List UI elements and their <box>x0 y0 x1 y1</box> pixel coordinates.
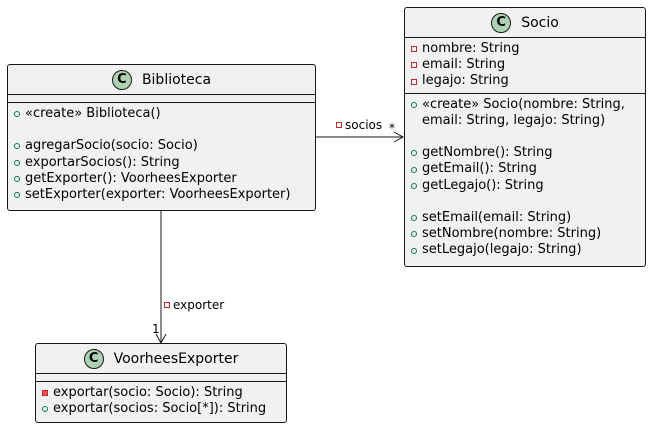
method-row: setExporter(exporter: VoorheesExporter) <box>14 187 315 203</box>
method-row: setLegajo(legajo: String) <box>411 242 645 258</box>
member-spacer <box>411 129 645 145</box>
socios-role-label: socios <box>336 118 382 132</box>
public-visibility-icon <box>411 247 422 254</box>
public-visibility-icon <box>411 231 422 238</box>
class-stereotype-icon: C <box>491 12 512 33</box>
methods-section: «create» Biblioteca() agregarSocio(socio:… <box>8 103 315 206</box>
class-header: C Biblioteca <box>8 65 315 95</box>
methods-section: «create» Socio(nombre: String,email: Str… <box>405 94 645 262</box>
member-text: getNombre(): String <box>422 145 553 161</box>
public-visibility-icon <box>411 215 422 222</box>
method-row: getEmail(): String <box>411 161 645 177</box>
public-visibility-icon <box>14 175 25 182</box>
member-text: getExporter(): VoorheesExporter <box>25 170 237 186</box>
class-stereotype-icon: C <box>83 348 104 369</box>
method-row: exportarSocios(): String <box>14 155 315 171</box>
method-row: agregarSocio(socio: Socio) <box>14 138 315 154</box>
class-name: VoorheesExporter <box>113 350 239 367</box>
class-biblioteca[interactable]: C Biblioteca «create» Biblioteca() agrega… <box>7 64 316 211</box>
public-visibility-icon <box>14 143 25 150</box>
method-row: setEmail(email: String) <box>411 210 645 226</box>
method-row: «create» Biblioteca() <box>14 106 315 122</box>
private-visibility-icon <box>411 62 422 69</box>
member-text: exportar(socio: Socio): String <box>53 385 243 400</box>
member-text: getLegajo(): String <box>422 177 544 193</box>
public-visibility-icon <box>14 192 25 199</box>
member-text: email: String <box>422 57 506 73</box>
member-text: exportarSocios(): String <box>25 154 180 170</box>
member-text: email: String, legajo: String) <box>422 112 606 128</box>
exporter-role-text: exporter <box>173 298 225 312</box>
class-name: Biblioteca <box>141 71 212 88</box>
member-text: setExporter(exporter: VoorheesExporter) <box>25 187 291 202</box>
private-visibility-icon <box>411 78 422 85</box>
public-visibility-icon <box>14 159 25 166</box>
class-header: C VoorheesExporter <box>36 344 286 374</box>
class-voorhees-exporter[interactable]: C VoorheesExporter exportar(socio: Socio… <box>35 343 287 423</box>
class-header: C Socio <box>405 8 645 38</box>
member-text: getEmail(): String <box>422 161 537 177</box>
private-visibility-icon <box>411 46 422 53</box>
member-text: setLegajo(legajo: String) <box>422 242 582 258</box>
member-text: «create» Biblioteca() <box>25 106 161 121</box>
public-visibility-icon <box>411 166 422 173</box>
class-stereotype-icon: C <box>111 69 132 90</box>
public-visibility-icon <box>411 101 422 108</box>
member-text: agregarSocio(socio: Socio) <box>25 138 198 154</box>
private-visibility-icon <box>164 302 170 308</box>
method-row: getNombre(): String <box>411 145 645 161</box>
member-text: setNombre(nombre: String) <box>422 226 602 242</box>
method-row: getExporter(): VoorheesExporter <box>14 171 315 187</box>
member-text: nombre: String <box>422 41 520 56</box>
attributes-section <box>8 95 315 103</box>
attribute-row: email: String <box>411 57 645 73</box>
member-text: legajo: String <box>422 73 509 89</box>
method-row: exportar(socio: Socio): String <box>42 385 286 401</box>
method-row: exportar(socios: Socio[*]): String <box>42 401 286 417</box>
method-row: email: String, legajo: String) <box>411 113 645 129</box>
public-visibility-icon <box>42 406 53 413</box>
private-visibility-icon <box>42 390 53 397</box>
exporter-multiplicity: 1 <box>152 322 160 336</box>
member-text: setEmail(email: String) <box>422 210 572 225</box>
socios-role-text: socios <box>345 118 383 132</box>
private-visibility-icon <box>336 122 342 128</box>
member-text: exportar(socios: Socio[*]): String <box>53 401 267 417</box>
attribute-row: legajo: String <box>411 73 645 89</box>
method-row: «create» Socio(nombre: String, <box>411 97 645 113</box>
public-visibility-icon <box>411 182 422 189</box>
exporter-role-label: exporter <box>164 298 224 312</box>
attribute-row: nombre: String <box>411 41 645 57</box>
member-spacer <box>411 194 645 210</box>
socios-multiplicity: * <box>389 121 395 135</box>
method-row: getLegajo(): String <box>411 178 645 194</box>
socios-arrowhead <box>393 131 405 143</box>
public-visibility-icon <box>14 111 25 118</box>
method-row: setNombre(nombre: String) <box>411 226 645 242</box>
public-visibility-icon <box>411 150 422 157</box>
attributes-section <box>36 374 286 382</box>
member-spacer <box>14 122 315 138</box>
class-name: Socio <box>521 14 559 31</box>
member-text: «create» Socio(nombre: String, <box>422 96 625 112</box>
